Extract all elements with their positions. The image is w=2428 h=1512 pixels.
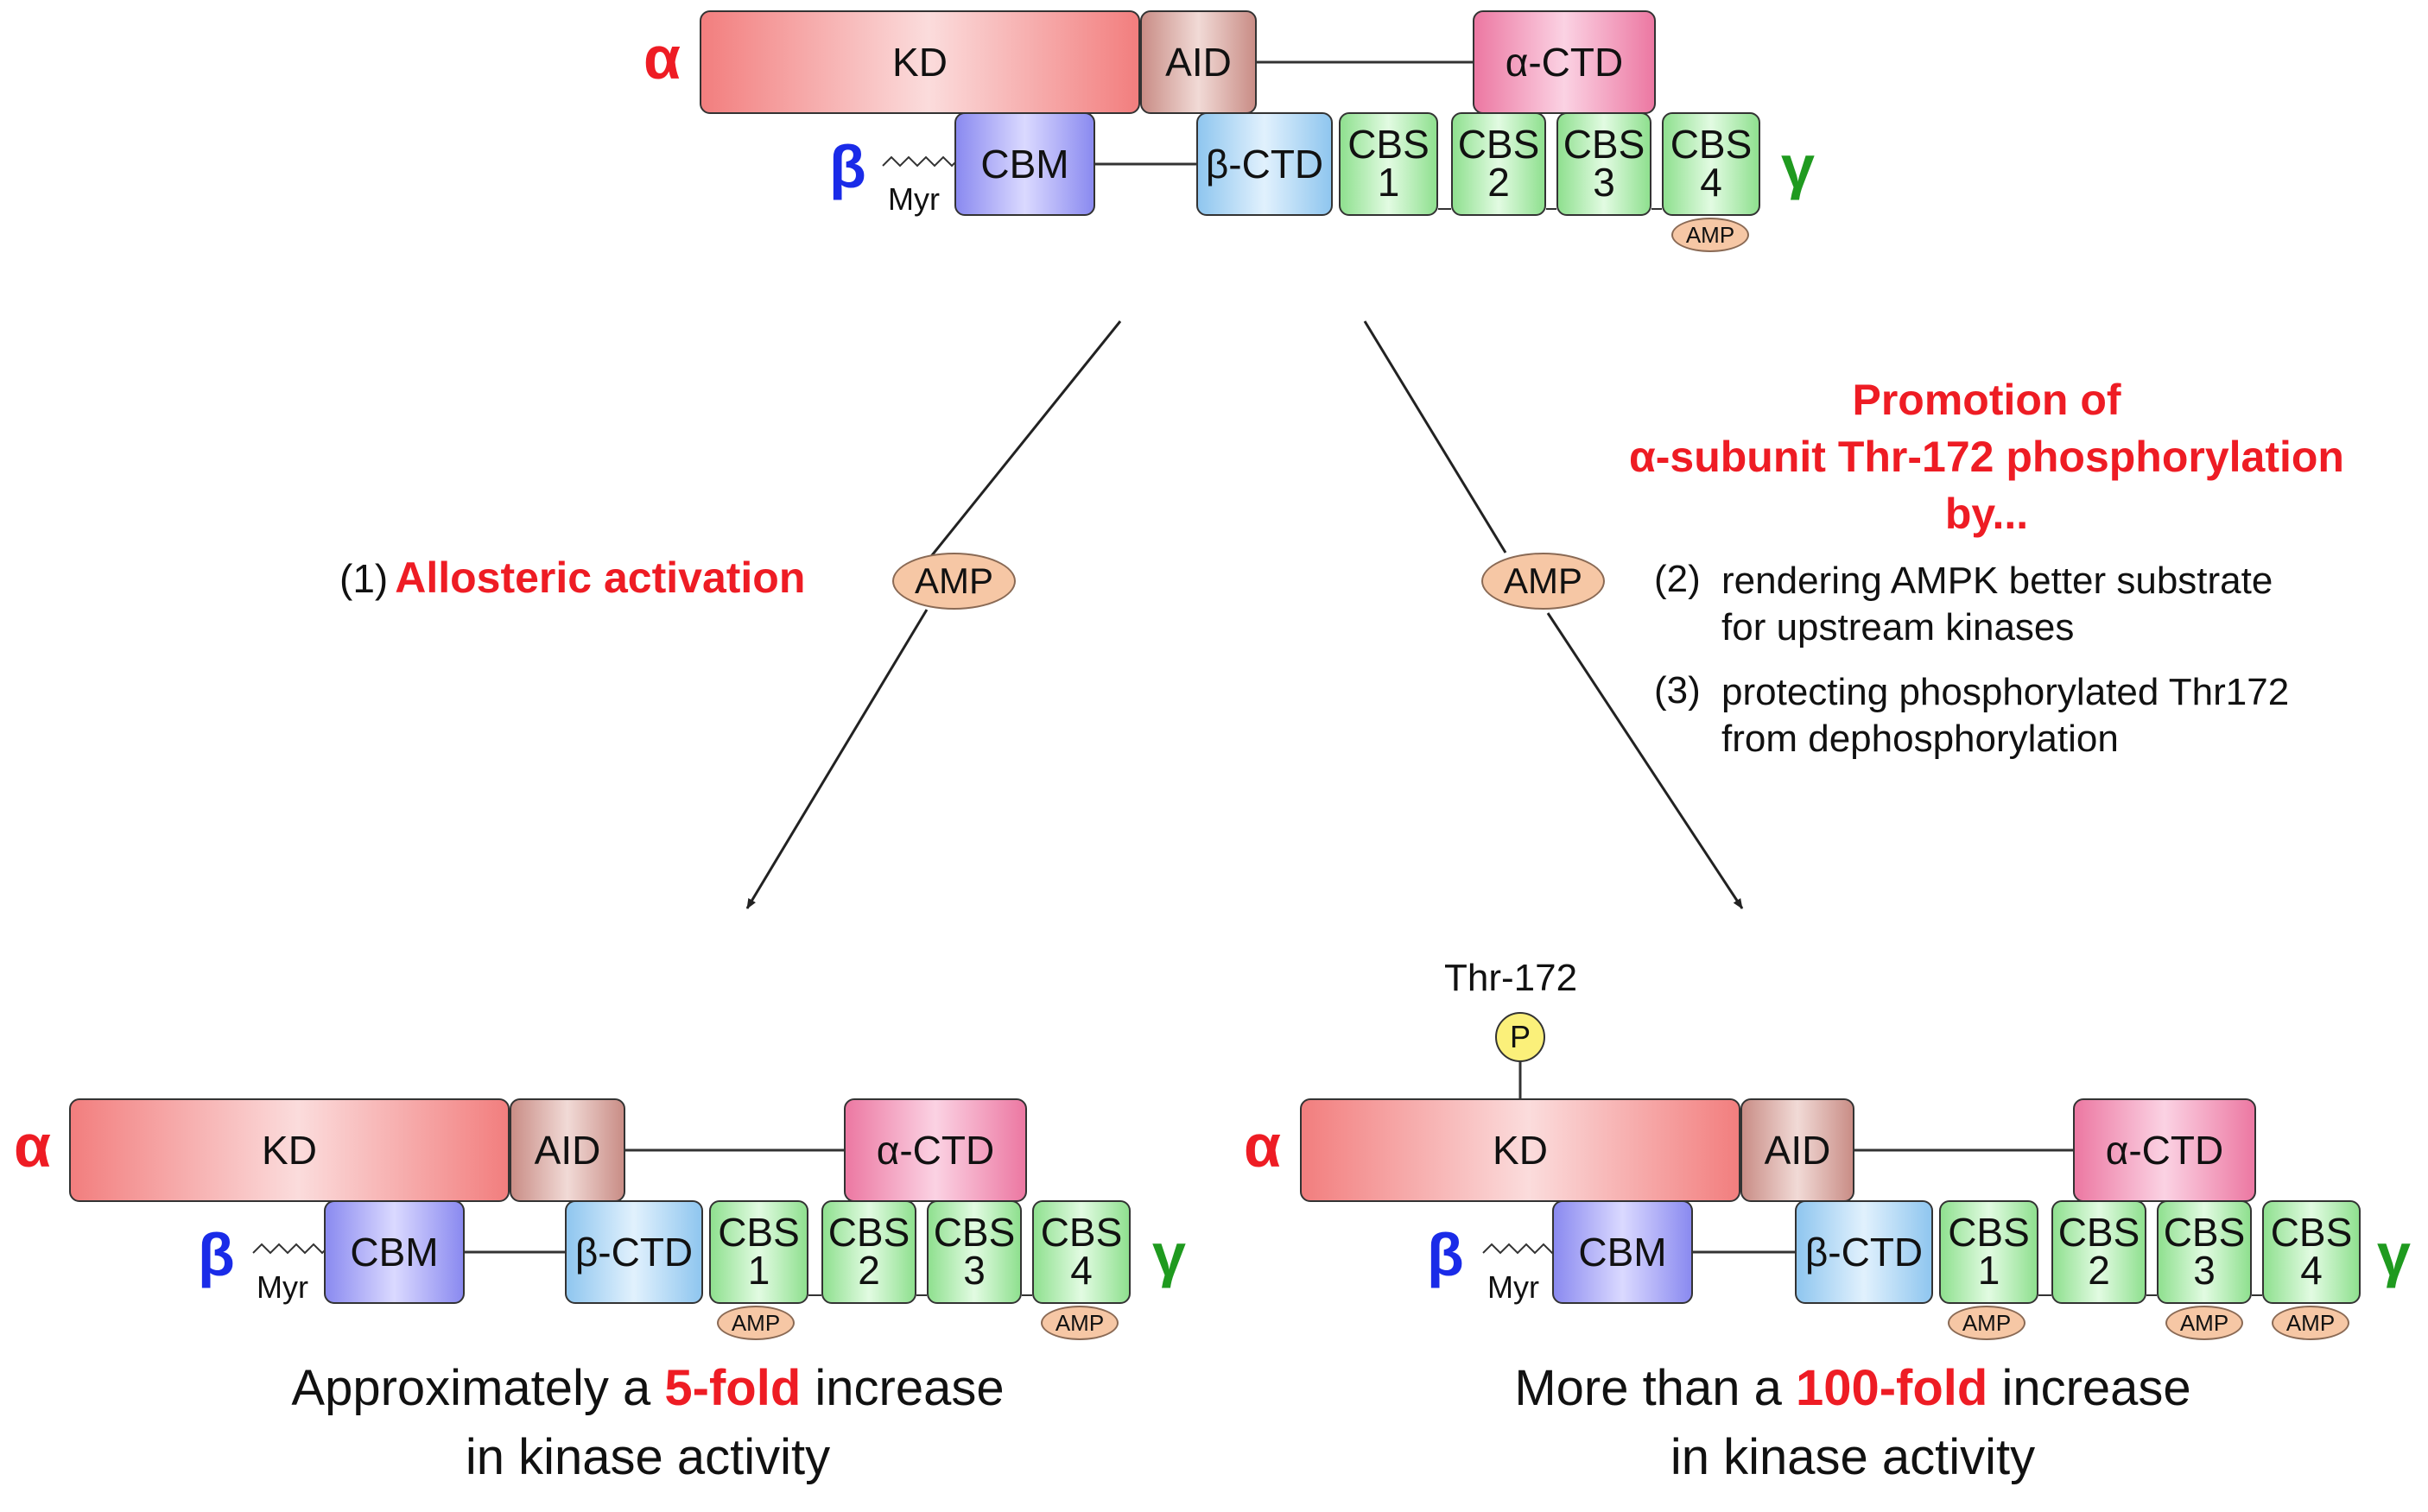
right-arrow-lower [1546,612,1744,909]
right-arrow-upper [1363,320,1507,554]
left-arrow-lower [745,609,929,909]
top-beta-label: β [829,133,866,200]
left-arrow-upper [927,320,1122,560]
right-result-caption: More than a 100-fold increase in kinase … [1514,1360,2191,1485]
right-myr-label: Myr [1487,1269,1539,1305]
left-aid-domain: AID [510,1098,625,1202]
left-gamma-label: γ [1152,1221,1186,1288]
top-cbm-domain: CBM [954,112,1095,216]
right-beta-ctd-domain: β-CTD [1795,1200,1933,1304]
right-cbs3-amp: AMP [2165,1306,2243,1340]
right-alpha-ctd-domain: α-CTD [2073,1098,2256,1202]
top-cbs4-amp: AMP [1671,218,1749,252]
right-cbm-domain: CBM [1552,1200,1693,1304]
right-cbs4-amp: AMP [2272,1306,2349,1340]
left-pathway-title: Allosteric activation [395,554,806,602]
left-pathway-amp: AMP [892,553,1016,610]
top-alpha-ctd-domain: α-CTD [1473,10,1656,114]
left-beta-label: β [198,1221,235,1288]
right-pathway-item-2-text: rendering AMPK better substrate for upst… [1721,560,2273,648]
left-alpha-ctd-domain: α-CTD [844,1098,1027,1202]
right-aid-domain: AID [1740,1098,1854,1202]
left-kd-domain: KD [69,1098,510,1202]
left-result-fold: 5-fold [664,1360,802,1416]
right-pathway-item-2-number: (2) [1654,558,1701,600]
left-beta-ctd-domain: β-CTD [565,1200,703,1304]
right-beta-label: β [1427,1221,1464,1288]
right-alpha-label: α [1244,1112,1282,1180]
left-myr-label: Myr [257,1269,308,1305]
right-pathway-item-3-text: protecting phosphorylated Thr172 from de… [1721,671,2290,760]
thr172-label: Thr-172 [1444,957,1578,999]
top-kd-domain: KD [700,10,1140,114]
right-pathway-title: Promotion of α-subunit Thr-172 phosphory… [1629,376,2344,538]
left-cbs4-amp: AMP [1041,1306,1119,1340]
right-result-fold: 100-fold [1795,1360,1988,1416]
right-gamma-label: γ [2377,1221,2411,1288]
top-gamma-label: γ [1781,133,1815,200]
left-result-caption: Approximately a 5-fold increase in kinas… [291,1360,1005,1485]
phosphate-icon: P [1495,1012,1545,1062]
left-alpha-label: α [14,1112,52,1180]
left-cbs1-amp: AMP [717,1306,795,1340]
top-alpha-label: α [643,24,681,92]
right-pathway-amp: AMP [1481,553,1605,610]
top-beta-ctd-domain: β-CTD [1196,112,1333,216]
top-myr-label: Myr [888,181,940,217]
left-pathway-label: (1)Allosteric activation [339,553,805,603]
right-kd-domain: KD [1300,1098,1740,1202]
top-aid-domain: AID [1140,10,1257,114]
right-pathway-item-3-number: (3) [1654,669,1701,712]
left-pathway-number: (1) [339,556,389,601]
right-cbs1-amp: AMP [1948,1306,2025,1340]
left-cbm-domain: CBM [324,1200,465,1304]
